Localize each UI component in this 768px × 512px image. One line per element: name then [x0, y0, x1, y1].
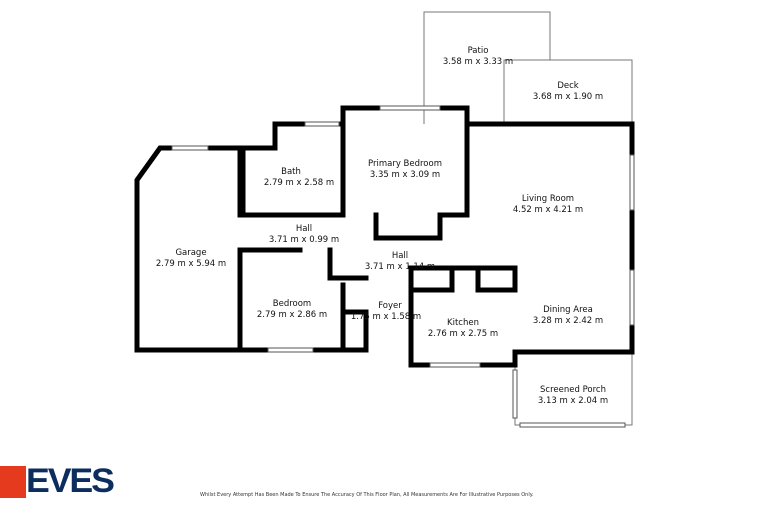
dining-area-dims: 3.28 m x 2.42 m	[533, 316, 603, 326]
patio-dims: 3.58 m x 3.33 m	[443, 57, 513, 67]
windows	[171, 105, 635, 428]
walls	[134, 105, 635, 368]
bedroom-dims: 2.79 m x 2.86 m	[257, 310, 327, 320]
hall-2-label: Hall	[392, 251, 408, 261]
dining-area-label: Dining Area	[543, 305, 593, 315]
primary-bedroom-label: Primary Bedroom	[368, 159, 442, 169]
deck-label: Deck	[557, 81, 578, 91]
primary-bedroom-dims: 3.35 m x 3.09 m	[370, 170, 440, 180]
bath-dims: 2.79 m x 2.58 m	[264, 178, 334, 188]
hall-1-dims: 3.71 m x 0.99 m	[269, 235, 339, 245]
eves-logo: EVES	[0, 462, 150, 500]
room-labels: Patio 3.58 m x 3.33 m Deck 3.68 m x 1.90…	[156, 46, 608, 406]
garage-label: Garage	[175, 248, 206, 258]
logo-accent	[0, 466, 26, 498]
screened-porch-dims: 3.13 m x 2.04 m	[538, 396, 608, 406]
screened-porch-label: Screened Porch	[540, 385, 606, 395]
garage-dims: 2.79 m x 5.94 m	[156, 259, 226, 269]
bedroom-label: Bedroom	[273, 299, 311, 309]
hall-2-dims: 3.71 m x 1.14 m	[365, 262, 435, 272]
living-room-label: Living Room	[522, 194, 574, 204]
logo-text: EVES	[26, 462, 115, 500]
foyer-dims: 1.75 m x 1.58 m	[351, 312, 421, 322]
deck-dims: 3.68 m x 1.90 m	[533, 92, 603, 102]
bath-label: Bath	[281, 167, 301, 177]
disclaimer: Whilst Every Attempt Has Been Made To En…	[200, 492, 534, 498]
living-room-dims: 4.52 m x 4.21 m	[513, 205, 583, 215]
patio-label: Patio	[468, 46, 489, 56]
kitchen-dims: 2.76 m x 2.75 m	[428, 329, 498, 339]
foyer-label: Foyer	[378, 301, 402, 311]
kitchen-label: Kitchen	[447, 318, 479, 328]
hall-1-label: Hall	[296, 224, 312, 234]
